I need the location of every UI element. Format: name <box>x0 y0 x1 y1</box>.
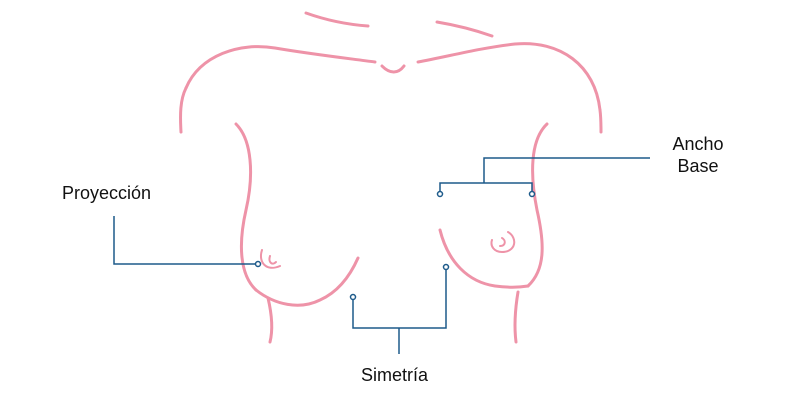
projection-leader <box>113 216 258 265</box>
right-areola <box>490 231 516 253</box>
sternal-notch <box>380 64 406 74</box>
symmetry-dot-right <box>442 263 450 271</box>
base-width-label-line1: Ancho <box>672 134 724 154</box>
right-side-line <box>526 122 549 288</box>
base-width-leader <box>483 157 650 183</box>
base-width-label: Ancho Base <box>658 133 738 177</box>
base-width-dot-left <box>436 190 444 198</box>
left-waist-line <box>266 296 274 344</box>
right-shoulder-line <box>598 108 603 134</box>
symmetry-dot-left <box>349 293 357 301</box>
left-breast-curve <box>254 256 360 307</box>
left-nipple <box>268 255 277 265</box>
right-breast-curve <box>438 228 530 289</box>
left-areola <box>260 249 281 269</box>
symmetry-bracket <box>352 267 447 329</box>
collar-left-line <box>184 45 377 90</box>
base-width-dot-right <box>528 190 536 198</box>
base-width-bracket <box>439 182 533 193</box>
right-nipple <box>499 237 506 247</box>
right-waist-line <box>513 290 520 344</box>
symmetry-label: Simetría <box>361 365 429 385</box>
neck-right-line <box>435 20 494 38</box>
left-side-line <box>234 122 258 292</box>
projection-label: Proyección <box>62 183 152 203</box>
projection-dot <box>254 260 262 268</box>
neck-left-line <box>304 11 370 28</box>
collar-right-line <box>416 42 602 112</box>
base-width-label-line2: Base <box>677 156 719 176</box>
left-shoulder-line <box>179 86 188 134</box>
